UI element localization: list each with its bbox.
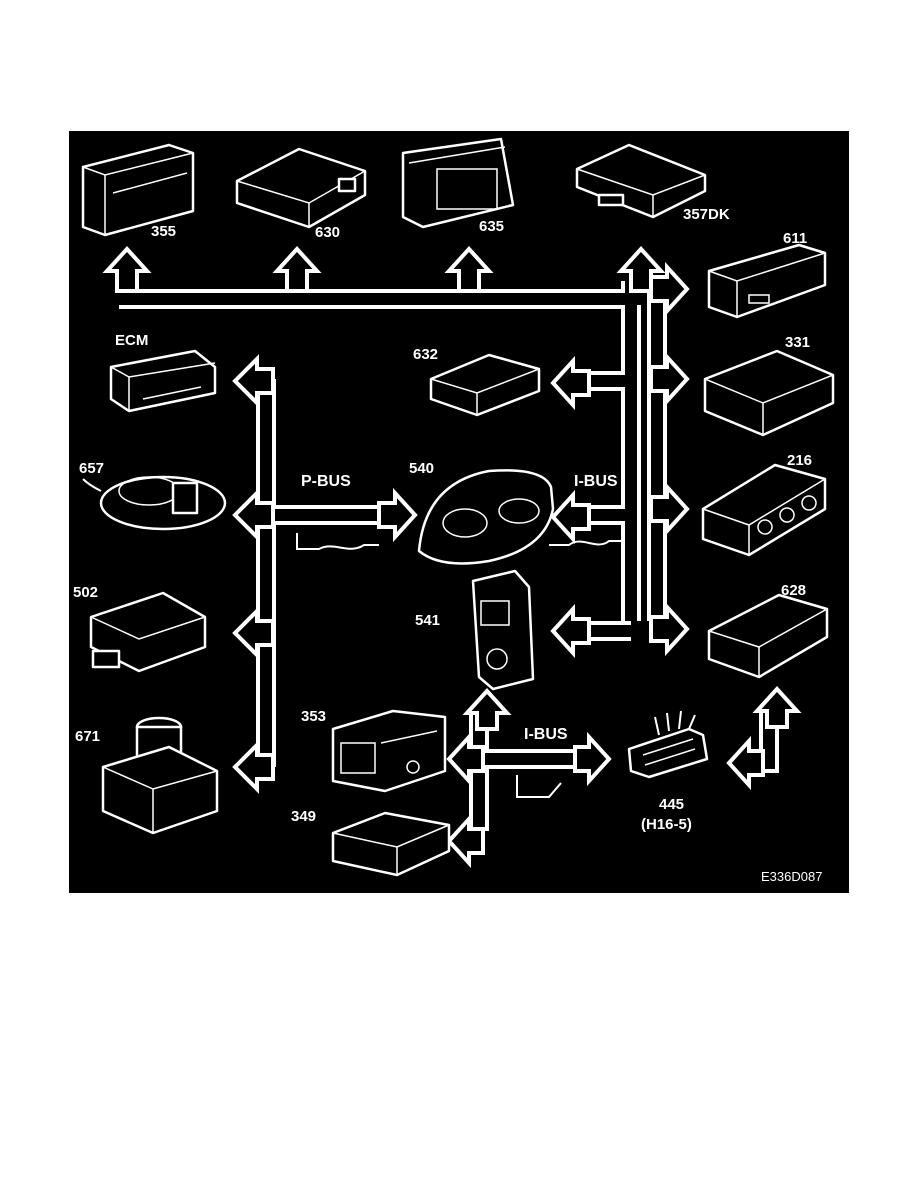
module-331-icon bbox=[703, 349, 835, 437]
network-diagram: P-BUS I-BUS I-BUS bbox=[69, 131, 849, 893]
module-357dk-icon bbox=[575, 143, 707, 219]
i-bus-upper-label: I-BUS bbox=[574, 473, 618, 490]
label-502: 502 bbox=[73, 584, 98, 601]
label-540: 540 bbox=[409, 460, 434, 477]
module-445-icon bbox=[627, 710, 709, 779]
module-630-icon bbox=[235, 147, 367, 229]
module-671-icon bbox=[101, 716, 219, 835]
module-216-icon bbox=[701, 463, 827, 557]
module-657-icon bbox=[82, 475, 227, 531]
module-355-icon bbox=[81, 143, 195, 237]
module-540-icon bbox=[417, 469, 555, 565]
label-541: 541 bbox=[415, 612, 440, 629]
module-labels: 355 630 635 357DK 611 ECM 632 331 657 54… bbox=[73, 206, 812, 833]
label-445-sub: (H16-5) bbox=[641, 816, 692, 833]
label-611: 611 bbox=[783, 230, 807, 247]
module-541-icon bbox=[471, 569, 535, 691]
label-353: 353 bbox=[301, 708, 326, 725]
label-657: 657 bbox=[79, 460, 104, 477]
i-bus-lower-label: I-BUS bbox=[524, 726, 568, 743]
module-635-icon bbox=[401, 137, 515, 229]
label-216: 216 bbox=[787, 452, 812, 469]
label-671: 671 bbox=[75, 728, 100, 745]
label-355: 355 bbox=[151, 223, 176, 240]
module-502-icon bbox=[89, 591, 207, 673]
bus-wire-symbols bbox=[296, 533, 625, 798]
label-ecm: ECM bbox=[115, 332, 148, 349]
module-353-icon bbox=[331, 709, 447, 793]
module-628-icon bbox=[707, 593, 829, 679]
label-635: 635 bbox=[479, 218, 504, 235]
label-445: 445 bbox=[659, 796, 684, 813]
figure-reference: E336D087 bbox=[761, 869, 822, 884]
label-349: 349 bbox=[291, 808, 316, 825]
module-ecm-icon bbox=[109, 349, 217, 413]
module-632-icon bbox=[429, 353, 541, 417]
label-628: 628 bbox=[781, 582, 806, 599]
label-331: 331 bbox=[785, 334, 810, 351]
label-632: 632 bbox=[413, 346, 438, 363]
label-630: 630 bbox=[315, 224, 340, 241]
arrow-heads bbox=[102, 246, 802, 869]
label-357dk: 357DK bbox=[683, 206, 730, 223]
module-349-icon bbox=[331, 811, 451, 877]
p-bus-label: P-BUS bbox=[301, 473, 351, 490]
bus-labels: P-BUS I-BUS I-BUS bbox=[301, 473, 618, 743]
module-611-icon bbox=[707, 243, 827, 319]
